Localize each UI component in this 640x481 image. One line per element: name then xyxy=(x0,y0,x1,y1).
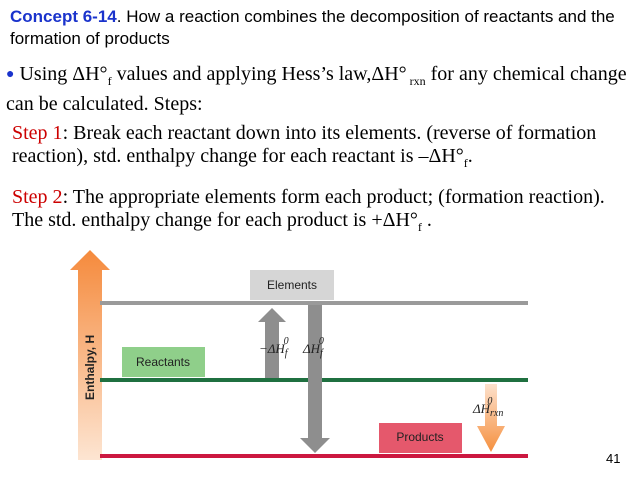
decomposition-up-arrow xyxy=(258,308,286,378)
pos-dhf-label: ΔHf0 xyxy=(302,336,324,359)
page-number: 41 xyxy=(606,451,621,466)
step-1-end: . xyxy=(467,145,473,167)
step-1-label: Step 1 xyxy=(12,122,63,144)
title-text: . How a reaction combines the decomposit… xyxy=(10,7,615,48)
rxn-down-arrow xyxy=(477,384,505,452)
bullet-dot-icon: ● xyxy=(6,67,15,82)
concept-number: Concept 6-14 xyxy=(10,7,117,26)
neg-dhf-label: −ΔHf0 xyxy=(259,336,289,359)
reactants-box xyxy=(122,347,205,377)
step-2-label: Step 2 xyxy=(12,186,63,208)
dh-rxn-label: ΔHrxn0 xyxy=(472,396,503,419)
enthalpy-axis-label: Enthalpy, H xyxy=(83,335,97,400)
step-1-text: : Break each reactant down into its elem… xyxy=(12,122,597,167)
bullet-sub-rxn: rxn xyxy=(406,74,426,88)
step-2-end: . xyxy=(421,209,432,231)
reactants-label: Reactants xyxy=(136,355,190,369)
formation-down-arrow xyxy=(300,305,330,453)
elements-label: Elements xyxy=(267,278,317,292)
bullet-paragraph: ● Using ΔH°f values and applying Hess’s … xyxy=(6,63,634,116)
bullet-text-2: values and applying Hess’s law,ΔH° xyxy=(111,63,407,85)
bullet-text-3: for any chemical change can be calculate… xyxy=(6,63,627,115)
step-2-text: : The appropriate elements form each pro… xyxy=(12,186,605,231)
slide-title: Concept 6-14. How a reaction combines th… xyxy=(10,6,630,50)
products-box xyxy=(379,423,462,453)
elements-box xyxy=(250,270,334,300)
step-1-sub: f xyxy=(463,156,468,170)
step-1: Step 1: Break each reactant down into it… xyxy=(12,122,636,175)
enthalpy-diagram: Enthalpy, H Elements Reactants Products … xyxy=(70,250,528,460)
bullet-sub-f: f xyxy=(107,74,112,88)
bullet-text-1: Using ΔH° xyxy=(19,63,108,85)
products-label: Products xyxy=(396,430,443,444)
step-2-sub: f xyxy=(417,220,422,234)
step-2: Step 2: The appropriate elements form ea… xyxy=(12,186,636,239)
